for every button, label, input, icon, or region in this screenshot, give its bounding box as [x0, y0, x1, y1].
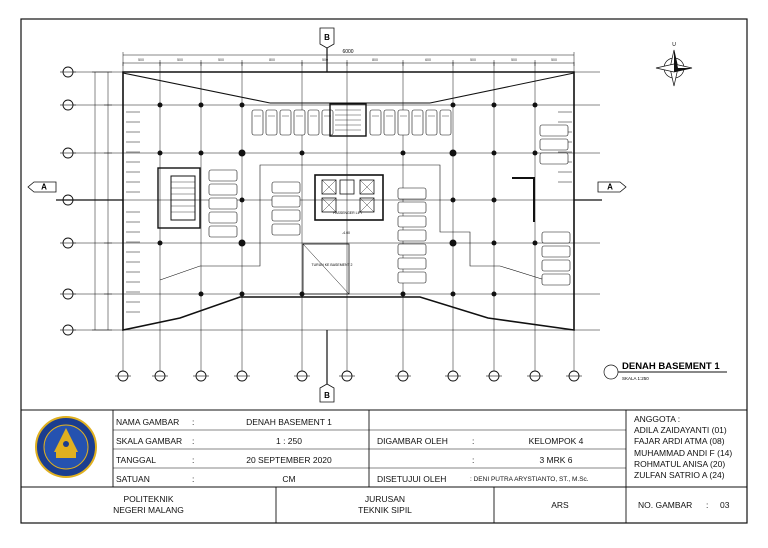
svg-text:500: 500 [511, 58, 517, 62]
stair-core-left [157, 167, 201, 229]
tb-institution-line1: POLITEKNIK [123, 494, 174, 504]
tb-colon-tanggal: : [192, 455, 195, 465]
svg-text:500: 500 [138, 58, 144, 62]
parked-cars-left-center [208, 169, 238, 238]
parked-cars-right-upper [539, 124, 569, 165]
section-marker-a-left [27, 181, 57, 193]
svg-text:500: 500 [322, 58, 328, 62]
stair-core-top [329, 103, 367, 137]
svg-text:500: 500 [551, 58, 557, 62]
parked-cars-top-left [251, 109, 334, 136]
structural-columns [157, 102, 538, 297]
stair-treads-top [335, 109, 361, 131]
tb-label-skala: SKALA GAMBAR [116, 436, 183, 446]
svg-text:600: 600 [425, 58, 431, 62]
tb-label-tanggal: TANGGAL [116, 455, 156, 465]
tb-sheet-no: 03 [720, 500, 730, 510]
parked-cars-center-left [271, 181, 301, 236]
parked-cars-center-right [397, 187, 427, 284]
plan-title: DENAH BASEMENT 1 [622, 361, 720, 372]
tb-department-line1: JURUSAN [364, 494, 406, 504]
tb-value-satuan: CM [282, 474, 296, 484]
dimension-left [92, 71, 112, 331]
svg-text:800: 800 [269, 58, 275, 62]
lift-label: PASSENGER LIFT [333, 211, 364, 215]
tb-anggota-2: FAJAR ARDI ATMA (08) [634, 436, 725, 446]
dimension-top [122, 52, 575, 66]
polinema-logo-icon [35, 416, 97, 478]
tb-value-skala: 1 : 250 [276, 436, 302, 446]
tb-label-nama: NAMA GAMBAR [116, 417, 180, 427]
ramp-down-label: TURUN KE BASEMENT 2 [312, 263, 353, 267]
svg-text:800: 800 [372, 58, 378, 62]
lift-cross-lines [321, 179, 375, 213]
section-marker-a-right [597, 181, 627, 193]
overall-dimension-label: 6000 [342, 49, 353, 55]
tb-disetujui-label: DISETUJUI OLEH [377, 474, 447, 484]
tb-anggota-5: ZULFAN SATRIO A (24) [634, 470, 725, 480]
tb-sheet-no-label: NO. GAMBAR [638, 500, 693, 510]
plan-title-bubble [603, 364, 619, 380]
svg-text:500: 500 [470, 58, 476, 62]
parked-cars-top-right [369, 109, 452, 136]
tb-anggota-4: ROHMATUL ANISA (20) [634, 459, 726, 469]
grid-lines-vertical [122, 62, 575, 372]
tb-disetujui-value: : DENI PUTRA ARYSTIANTO, ST., M.Sc. [470, 476, 589, 483]
parking-stripes-left [126, 111, 140, 313]
tb-digambar-colon: : [472, 436, 475, 446]
title-block-frame [21, 409, 747, 523]
section-b-top-label: B [324, 33, 330, 42]
tb-institution-line2: NEGERI MALANG [113, 505, 184, 515]
tb-colon-nama: : [192, 417, 195, 427]
tb-colon-skala: : [192, 436, 195, 446]
right-wall [512, 177, 535, 222]
building-outline [122, 71, 575, 331]
tb-class-value: 3 MRK 6 [539, 455, 573, 465]
section-marker-b-top [319, 27, 335, 49]
stair-treads-left [171, 181, 195, 213]
tb-label-satuan: SATUAN [116, 474, 150, 484]
svg-text:500: 500 [218, 58, 224, 62]
tb-class-colon: : [472, 455, 475, 465]
grid-bubbles-left [62, 66, 74, 336]
tb-colon-satuan: : [192, 474, 195, 484]
tb-department-line2: TEKNIK SIPIL [358, 505, 412, 515]
parked-cars-right-lower [541, 231, 571, 286]
tb-sheet-no-colon: : [706, 500, 709, 510]
tb-digambar-label: DIGAMBAR OLEH [377, 436, 448, 446]
lift-core-center [314, 174, 384, 221]
grid-lines-horizontal [70, 71, 600, 331]
section-a-left-label: A [41, 183, 47, 192]
tb-anggota-title: ANGGOTA : [634, 414, 681, 424]
tb-anggota-3: MUHAMMAD ANDI F (14) [634, 448, 733, 458]
section-marker-b-bottom [319, 383, 335, 403]
dimension-values: 500 500 500 800 500 800 600 500 500 500 [138, 58, 557, 62]
section-a-right-label: A [607, 183, 613, 192]
ramp-lines [122, 72, 575, 281]
tb-course: ARS [551, 500, 569, 510]
north-arrow-icon [655, 49, 693, 87]
tb-digambar-value: KELOMPOK 4 [528, 436, 584, 446]
section-b-bottom-label: B [324, 391, 330, 400]
plan-scale: SKALA 1:250 [622, 376, 649, 381]
svg-text:500: 500 [177, 58, 183, 62]
tb-anggota-1: ADILA ZAIDAYANTI (01) [634, 425, 727, 435]
north-label: U [672, 42, 676, 48]
sheet-border [20, 18, 748, 524]
tb-value-nama: DENAH BASEMENT 1 [246, 417, 332, 427]
ramp-down-box [302, 243, 350, 295]
tb-value-tanggal: 20 SEPTEMBER 2020 [246, 455, 332, 465]
level-label: -4.00 [342, 231, 350, 235]
